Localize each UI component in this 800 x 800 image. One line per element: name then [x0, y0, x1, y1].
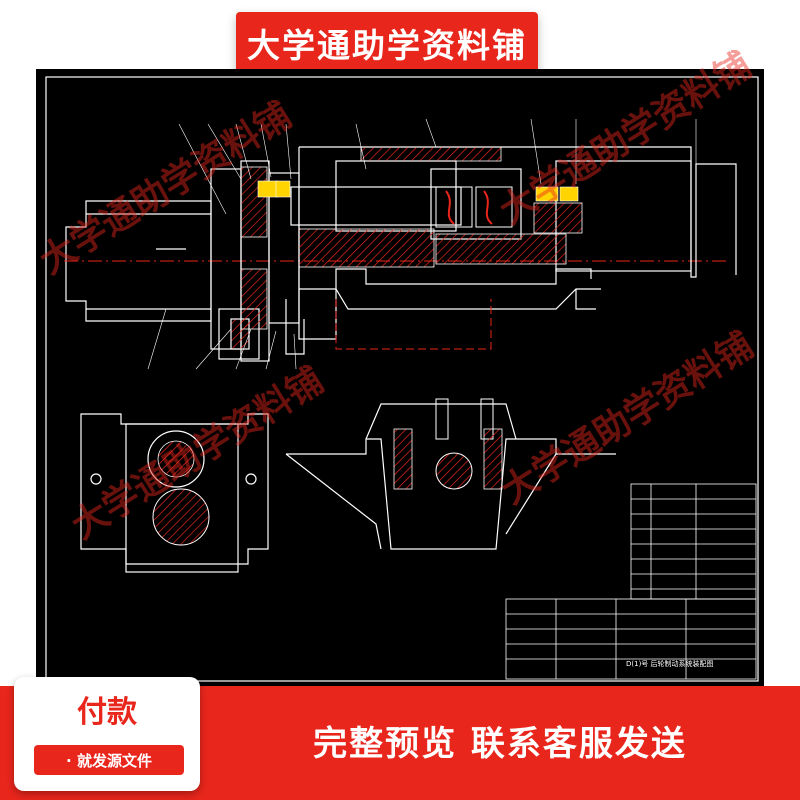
leader-lines — [147, 118, 697, 370]
title-block-name: D(1)号 后轮制动系统装配图 — [626, 659, 714, 668]
gear-section — [157, 440, 195, 478]
bearing — [257, 180, 279, 198]
lower-bracket — [285, 288, 601, 355]
bolt — [435, 398, 449, 440]
gear-section — [147, 430, 205, 488]
support-rod — [335, 299, 492, 350]
housing-hatch — [393, 428, 413, 490]
contact-cta: 完整预览 联系客服发送 — [313, 723, 687, 764]
gear-hatch — [240, 268, 268, 330]
cad-assembly-drawing: D(1)号 后轮制动系统装配图 — [45, 76, 759, 682]
bearing-hatch — [533, 202, 583, 234]
housing-hatch — [483, 428, 503, 490]
parts-list — [505, 483, 757, 680]
pay-subtitle: · 就发源文件 — [34, 745, 184, 775]
shop-banner: 大学通助学资料铺 — [236, 12, 538, 74]
shaft-section — [435, 452, 473, 490]
gear-hatch — [240, 166, 268, 238]
clutch-discs — [435, 186, 513, 228]
drive-shaft — [290, 186, 462, 226]
housing-hatch — [360, 146, 502, 162]
housing-hatch — [298, 228, 435, 268]
bearing — [559, 186, 579, 202]
section-view-left — [80, 413, 269, 573]
pay-box[interactable]: 付款 · 就发源文件 — [14, 677, 200, 791]
cad-drawing: D(1)号 后轮制动系统装配图 — [36, 69, 764, 686]
bearing — [535, 186, 559, 202]
section-view-center — [285, 403, 616, 550]
gear-section — [152, 488, 210, 546]
drawing-border — [45, 76, 759, 682]
housing-hatch — [435, 233, 567, 265]
pay-label: 付款 — [77, 695, 137, 730]
bearing — [275, 180, 291, 198]
